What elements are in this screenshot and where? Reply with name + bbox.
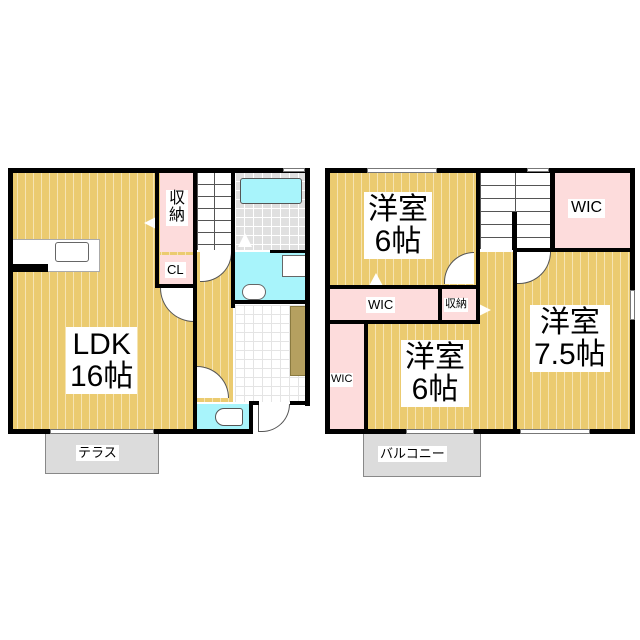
washbasin-icon (242, 284, 266, 300)
stairs (197, 172, 232, 250)
door-arrow-icon (369, 273, 383, 286)
bathtub-icon (240, 178, 302, 204)
wall (325, 320, 480, 324)
wall (8, 168, 13, 434)
wall (249, 402, 253, 434)
window (630, 290, 635, 320)
wall (438, 285, 442, 324)
window (406, 429, 474, 434)
wall (193, 168, 197, 434)
wic-top-right-label: WIC (568, 199, 606, 218)
wall (325, 285, 480, 289)
wall (513, 248, 517, 432)
wall (8, 168, 310, 173)
door-arrow-icon (479, 304, 491, 316)
window (367, 168, 437, 173)
kitchen-wall (10, 264, 48, 272)
wall (550, 168, 555, 252)
wall (476, 168, 480, 324)
wall (155, 284, 195, 288)
wic-middle-label: WIC (366, 297, 396, 313)
window (527, 168, 549, 172)
shoe-cabinet (290, 306, 306, 376)
terrace-label: テラス (76, 445, 119, 461)
washing-machine-icon (282, 255, 306, 277)
wall (155, 168, 159, 288)
wall (325, 429, 635, 434)
balcony-label: バルコニー (378, 446, 447, 462)
toilet-icon (215, 408, 243, 426)
room-c-label: 洋室 7.5帖 (530, 305, 610, 372)
window (50, 429, 154, 434)
door-arrow-icon (238, 233, 252, 247)
storage-label: 収 納 (166, 190, 189, 226)
storage-2f-label: 収納 (444, 298, 468, 312)
wall (305, 168, 310, 406)
stair-center-wall (512, 212, 517, 250)
ldk-label: LDK 16帖 (66, 327, 138, 394)
room-a-label: 洋室 6帖 (364, 192, 432, 259)
wall (231, 300, 307, 304)
closet-label: CL (165, 262, 186, 278)
wall (270, 250, 306, 253)
door-arrow-icon (144, 217, 156, 229)
wall (513, 248, 635, 252)
wall (249, 401, 259, 405)
wic-left-label: WIC (330, 373, 354, 387)
window (283, 168, 305, 172)
wall (364, 320, 368, 432)
wall (231, 168, 235, 308)
window (520, 429, 590, 434)
room-b-label: 洋室 6帖 (401, 340, 469, 407)
kitchen-sink-icon (55, 242, 89, 262)
wall (290, 401, 310, 405)
wall (325, 168, 635, 173)
wall (325, 168, 330, 434)
